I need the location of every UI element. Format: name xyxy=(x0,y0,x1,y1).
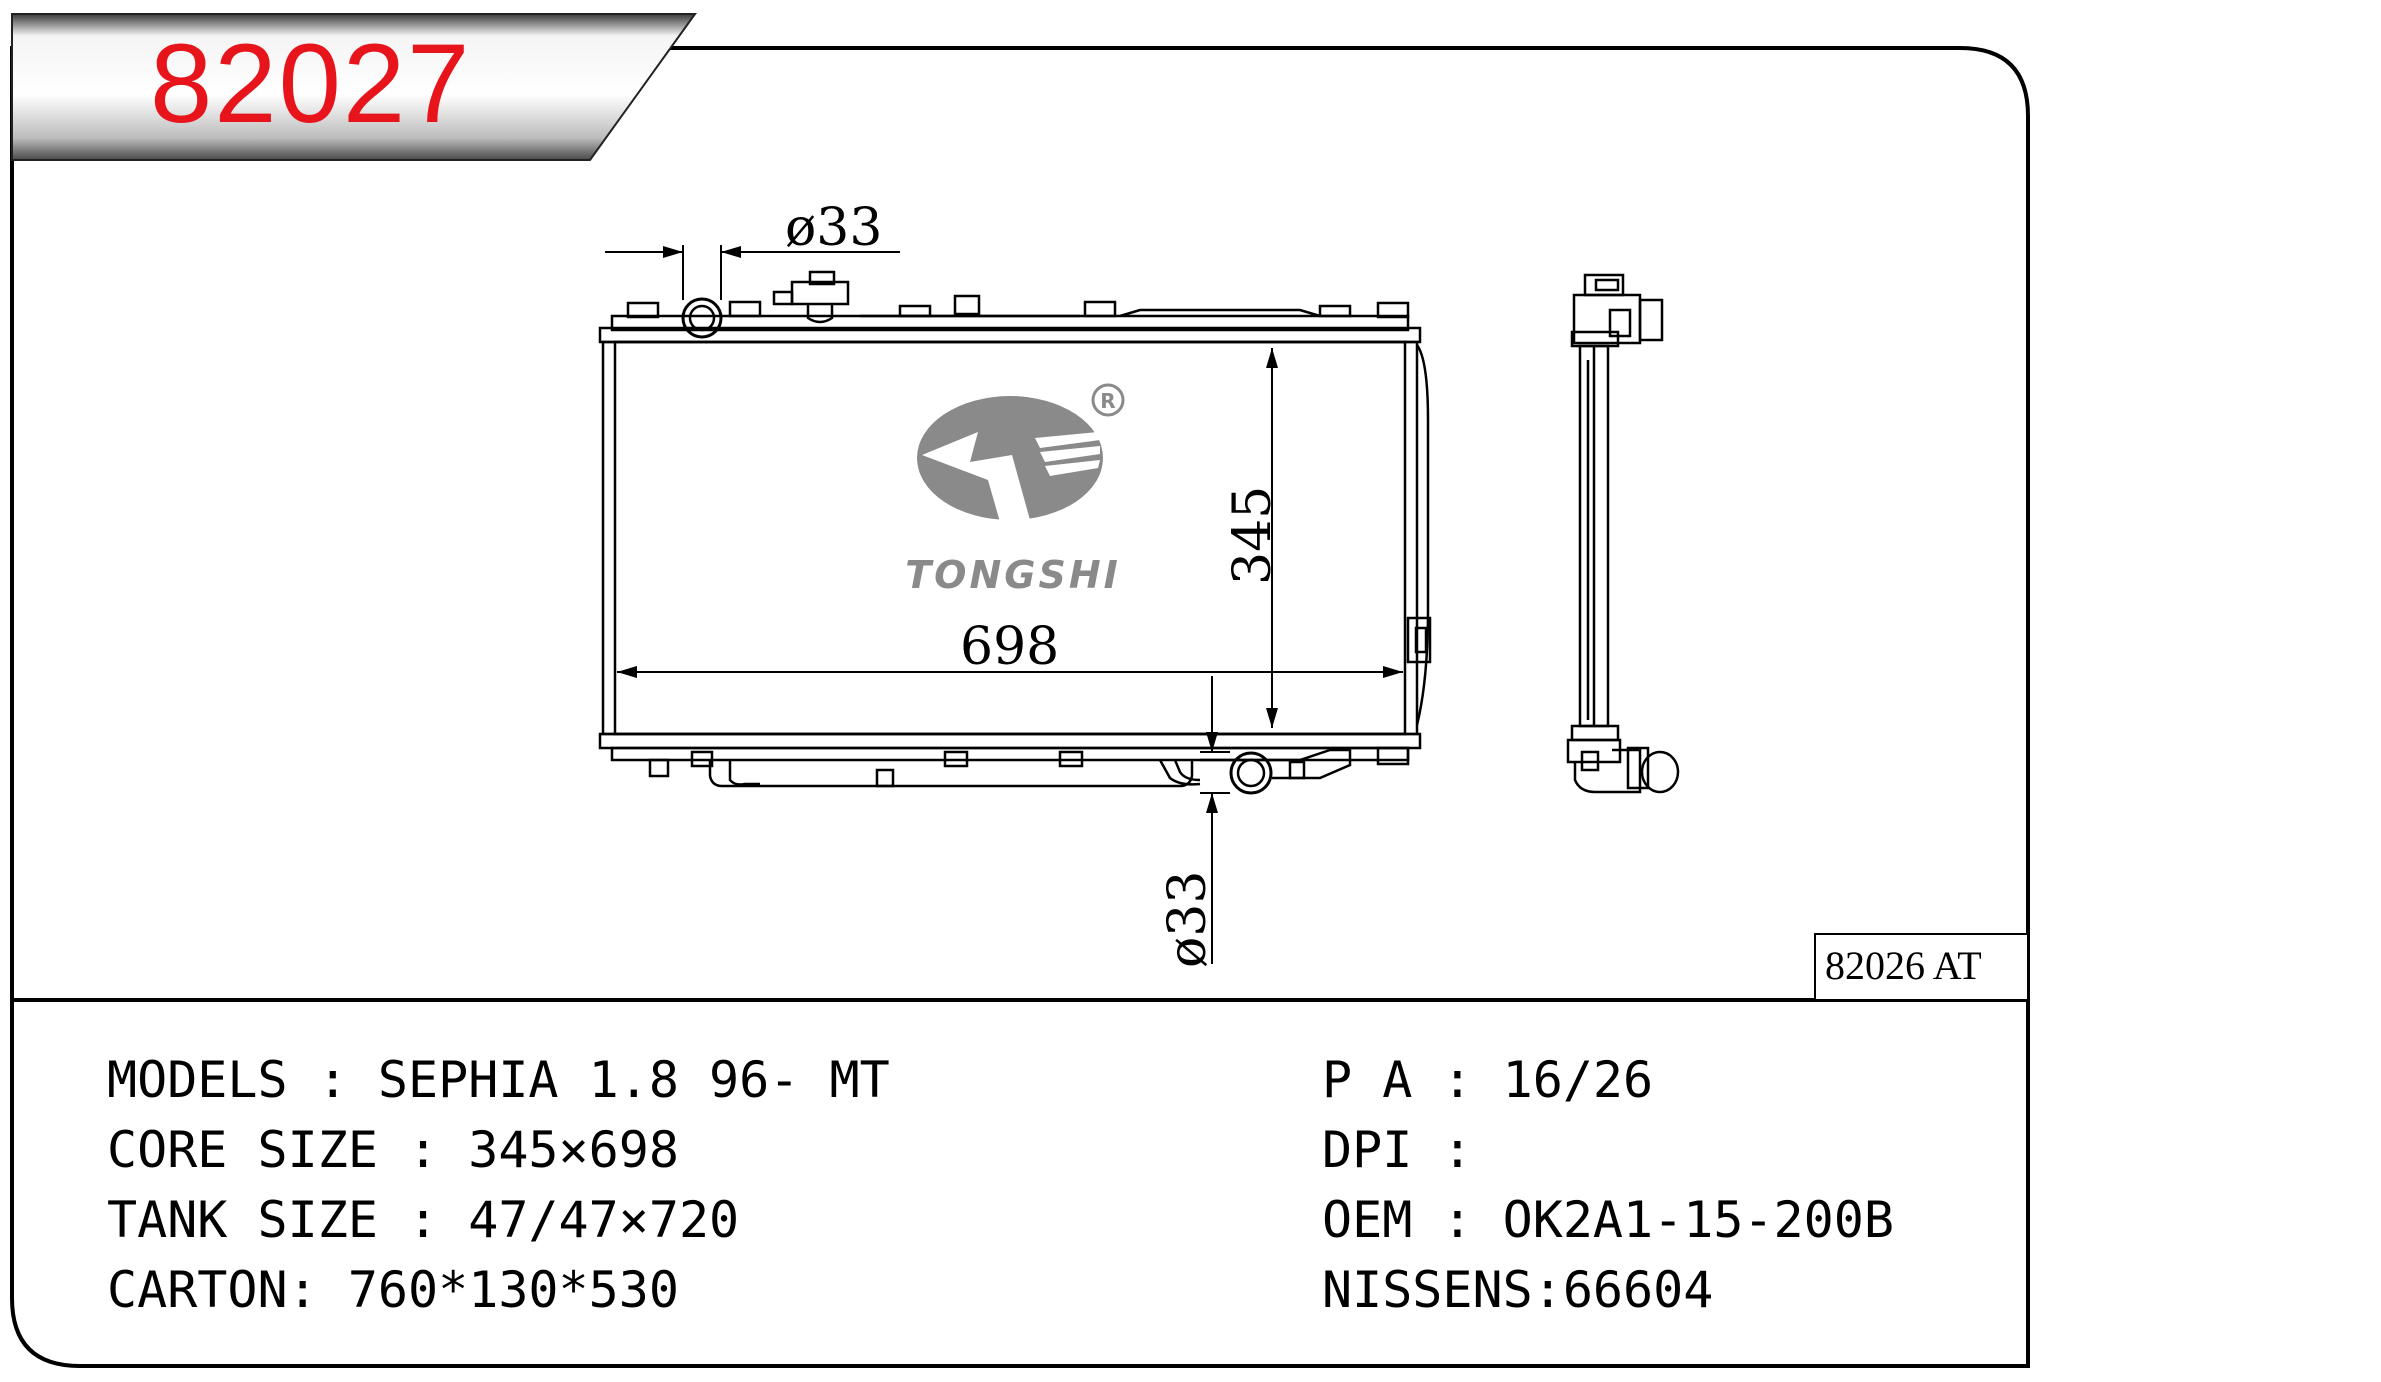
spec-dpi: DPI : xyxy=(1322,1121,1473,1179)
spec-carton: CARTON: 760*130*530 xyxy=(107,1261,679,1319)
spec-core-size: CORE SIZE : 345×698 xyxy=(107,1121,679,1179)
spec-oem: OEM : OK2A1-15-200B xyxy=(1322,1191,1894,1249)
header-banner xyxy=(11,13,697,161)
radiator-side-view xyxy=(1566,273,1680,794)
core-height-label: 345 xyxy=(1223,486,1283,585)
tongshi-logo: R TONGSHI xyxy=(905,383,1125,597)
brand-wordmark: TONGSHI xyxy=(905,553,1121,597)
spec-pa: P A : 16/26 xyxy=(1322,1051,1654,1109)
outlet-diameter-label: ø33 xyxy=(1158,871,1218,968)
variant-box xyxy=(1814,933,2029,1001)
core-width-label: 698 xyxy=(960,617,1059,677)
dimension-lines xyxy=(605,245,1403,964)
radiator-front-view xyxy=(598,270,1432,795)
spec-models: MODELS : SEPHIA 1.8 96- MT xyxy=(107,1051,890,1109)
spec-tank-size: TANK SIZE : 47/47×720 xyxy=(107,1191,740,1249)
variant-label: 82026 AT xyxy=(1825,943,1982,988)
part-number: 82027 xyxy=(150,21,472,146)
inlet-diameter-label: ø33 xyxy=(785,198,882,258)
registered-mark-icon: R xyxy=(1100,389,1115,413)
outer-frame xyxy=(10,46,2030,1368)
spec-nissens: NISSENS:66604 xyxy=(1322,1261,1714,1319)
